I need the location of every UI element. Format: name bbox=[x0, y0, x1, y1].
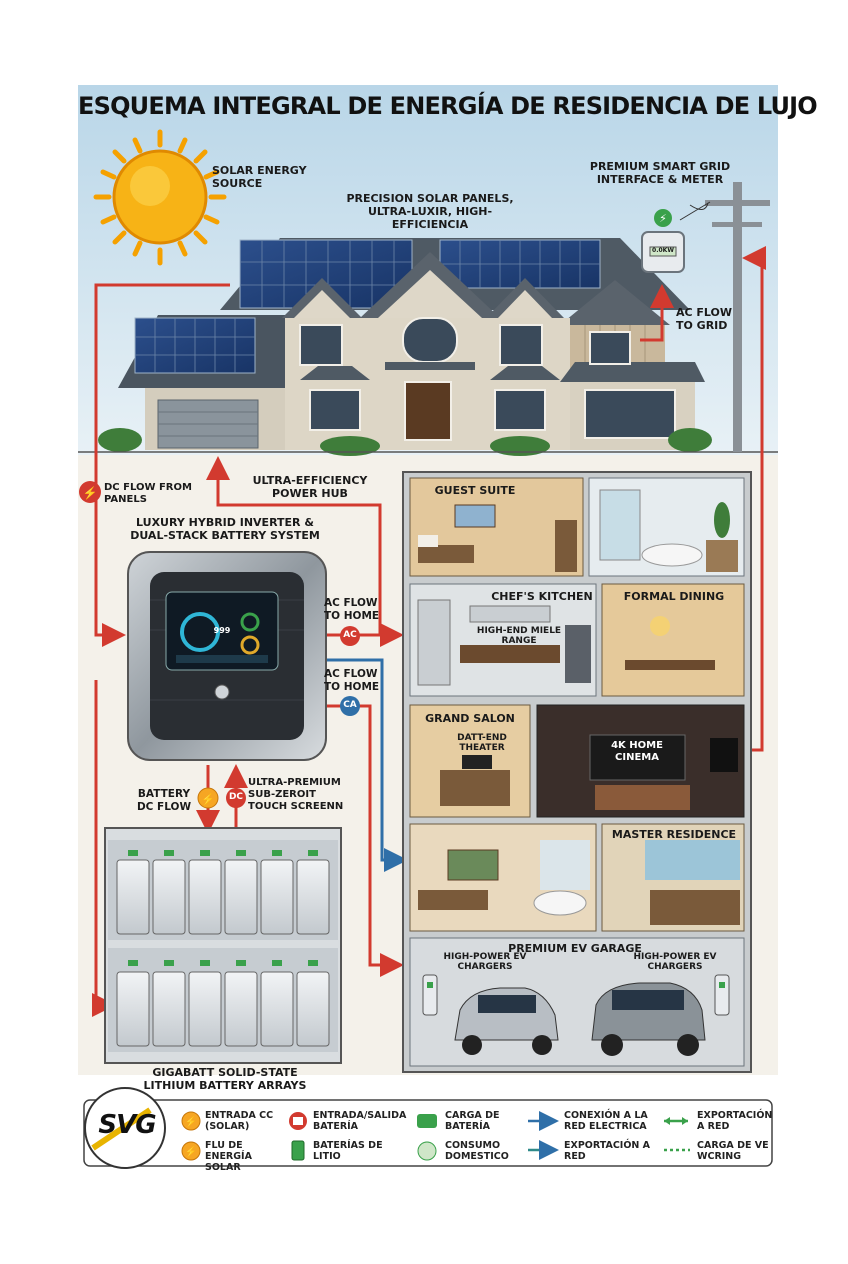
solar-energy-flow-icon: ⚡ bbox=[181, 1141, 201, 1161]
svg-logo-text: SVG bbox=[98, 1110, 156, 1140]
ac-flow-to-home-label-2: AC FLOW TO HOME bbox=[324, 668, 380, 693]
lithium-battery-icon bbox=[291, 1140, 305, 1161]
meter-display: 0.0KW bbox=[652, 247, 674, 254]
legend-item-3: CARGA DE BATERÍA bbox=[445, 1110, 500, 1132]
legend-item-6: FLU DE ENERGÍA SOLAR bbox=[205, 1140, 252, 1173]
legend-item-1: ENTRADA CC (SOLAR) bbox=[205, 1110, 274, 1132]
battery-arrays-label: GIGABATT SOLID-STATE LITHIUM BATTERY ARR… bbox=[143, 1066, 307, 1093]
room-guest-suite: GUEST SUITE bbox=[434, 484, 516, 497]
ev-car-right-icon bbox=[591, 982, 706, 1056]
legend-item-5: EXPORTACIÓN A RED bbox=[697, 1110, 773, 1132]
battery-rack bbox=[104, 827, 342, 1064]
solar-source-label: SOLAR ENERGY SOURCE bbox=[212, 164, 307, 191]
room-formal-dining: FORMAL DINING bbox=[623, 590, 725, 603]
smart-grid-label: PREMIUM SMART GRID INTERFACE & METER bbox=[589, 160, 731, 187]
battery-dc-flow-label: BATTERY DC FLOW bbox=[136, 788, 192, 813]
dc-flow-from-panels-line bbox=[94, 283, 230, 647]
smart-meter-icon: ⚡ bbox=[641, 209, 685, 273]
power-button-icon bbox=[214, 684, 230, 700]
dc-flow-bolt-icon: ⚡ bbox=[79, 481, 101, 503]
legend-item-2: ENTRADA/SALIDA BATERÍA bbox=[313, 1110, 407, 1132]
svg-text:⚡: ⚡ bbox=[185, 1115, 197, 1128]
legend-item-10: CARGA DE VE WCRING bbox=[697, 1140, 769, 1162]
svg-text:⚡: ⚡ bbox=[201, 793, 215, 806]
ca-badge bbox=[340, 696, 360, 716]
domestic-consumption-icon bbox=[417, 1141, 437, 1161]
legend-item-7: BATERÍAS DE LITIO bbox=[313, 1140, 383, 1162]
legend-item-8: CONSUMO DOMESTICO bbox=[445, 1140, 509, 1162]
ac-badge-text: AC bbox=[343, 630, 357, 640]
room-home-cinema: 4K HOME CINEMA bbox=[611, 740, 663, 763]
ca-flow-to-home-line bbox=[322, 658, 408, 872]
grid-export-arrow-icon bbox=[664, 1117, 688, 1125]
dc-from-panels-label: DC FLOW FROM PANELS bbox=[104, 482, 192, 505]
hybrid-inverter bbox=[127, 551, 327, 761]
solar-panels-label: PRECISION SOLAR PANELS, ULTRA-LUXIR, HIG… bbox=[346, 192, 514, 232]
inverter-label: LUXURY HYBRID INVERTER & DUAL-STACK BATT… bbox=[130, 516, 320, 543]
battery-dc-bolt-icon: ⚡ bbox=[197, 787, 219, 809]
svg-logo bbox=[84, 1087, 166, 1169]
house bbox=[98, 238, 712, 456]
ac-flow-to-home-label-1: AC FLOW TO HOME bbox=[324, 597, 380, 622]
battery-io-icon bbox=[289, 1112, 307, 1130]
utility-pole bbox=[679, 182, 770, 452]
ac-badge bbox=[340, 626, 360, 646]
svg-text:⚡: ⚡ bbox=[83, 486, 98, 500]
svg-text:⚡: ⚡ bbox=[659, 212, 667, 225]
legend-item-4: CONEXIÓN A LA RED ELECTRICA bbox=[564, 1110, 648, 1132]
ev-car-left-icon bbox=[454, 987, 559, 1055]
power-hub-label: ULTRA-EFFICIENCY POWER HUB bbox=[252, 474, 368, 501]
house-cutaway bbox=[402, 471, 752, 1073]
miele-range-label: HIGH-END MIELE RANGE bbox=[476, 626, 562, 647]
ev-chargers-left-label: HIGH-POWER EV CHARGERS bbox=[443, 952, 527, 973]
dc-badge-text: DC bbox=[228, 792, 244, 802]
ca-badge-text: CA bbox=[343, 700, 357, 710]
page-title: ESQUEMA INTEGRAL DE ENERGÍA DE RESIDENCI… bbox=[78, 92, 818, 120]
theater-label: DATT-END THEATER bbox=[457, 733, 507, 754]
front-door bbox=[404, 381, 452, 441]
room-master-residence: MASTER RESIDENCE bbox=[611, 828, 737, 841]
room-ev-garage: PREMIUM EV GARAGE bbox=[508, 942, 642, 955]
legend-box bbox=[83, 1099, 773, 1167]
legend-item-9: EXPORTACIÓN A RED bbox=[564, 1140, 651, 1162]
dc-badge bbox=[226, 788, 246, 808]
ev-chargers-right-label: HIGH-POWER EV CHARGERS bbox=[633, 952, 717, 973]
screen-value: 999 bbox=[213, 626, 231, 635]
ev-charger-left-icon bbox=[422, 974, 438, 1016]
ev-charger-right-icon bbox=[714, 974, 730, 1016]
room-chefs-kitchen: CHEF'S KITCHEN bbox=[491, 590, 593, 603]
ac-to-grid-label: AC FLOW TO GRID bbox=[676, 306, 733, 333]
touch-screen-label: ULTRA-PREMIUM SUB-ZEROIT TOUCH SCREENN bbox=[248, 777, 344, 812]
svg-text:⚡: ⚡ bbox=[185, 1145, 197, 1158]
battery-charge-icon bbox=[417, 1114, 437, 1128]
power-hub-line bbox=[206, 456, 382, 635]
grid-return-line bbox=[742, 246, 766, 752]
room-grand-salon: GRAND SALON bbox=[425, 712, 515, 725]
ac-flow-to-grid-line bbox=[640, 284, 674, 342]
solar-dc-input-icon: ⚡ bbox=[181, 1111, 201, 1131]
sun-icon bbox=[93, 129, 227, 266]
